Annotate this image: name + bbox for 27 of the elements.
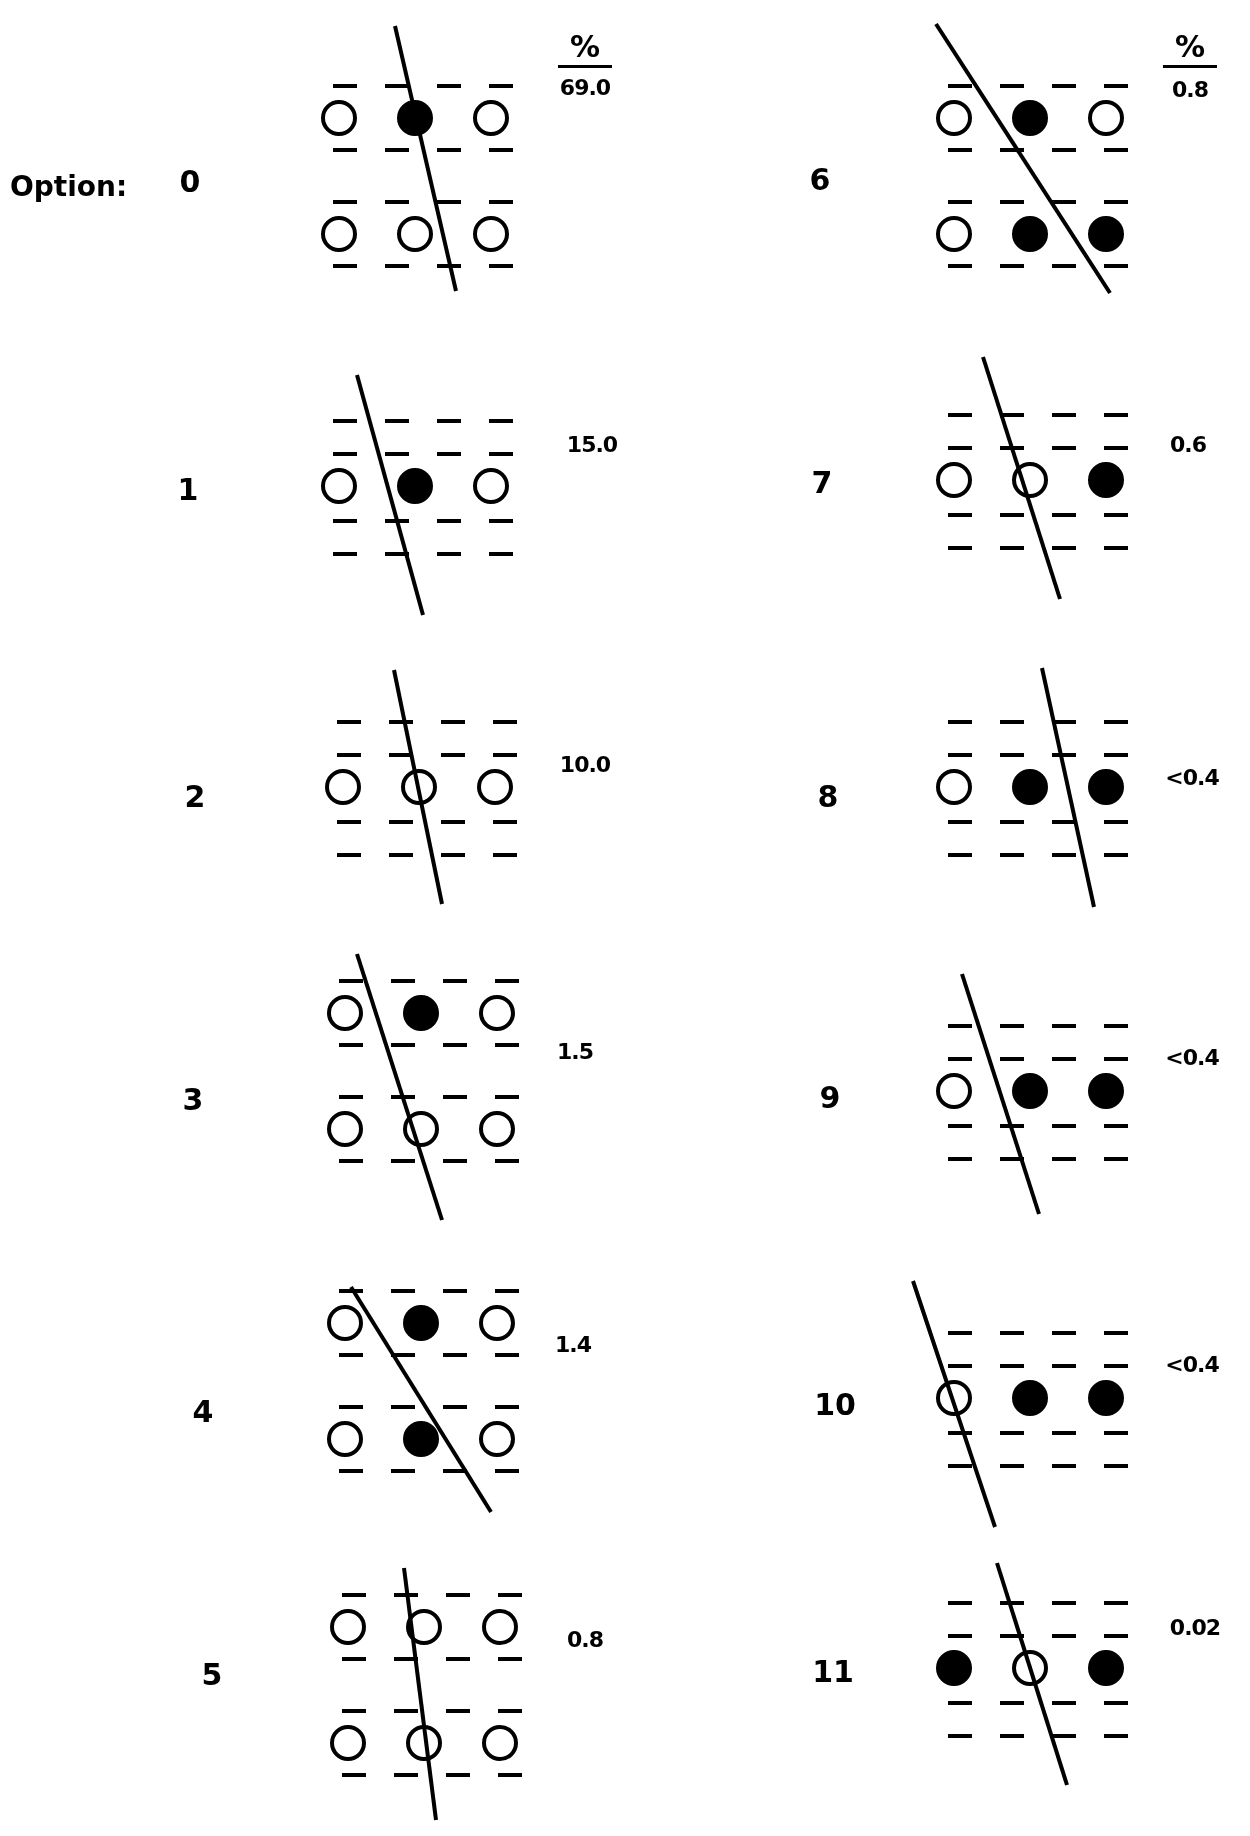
option-number: 11 [812,1657,854,1687]
option-number: 8 [817,782,839,812]
percentage-value: 69.0 [559,77,611,99]
option-number: 1 [177,475,199,505]
option-label: Option: [10,173,128,201]
percentage-value: 10.0 [559,754,611,776]
percentage-value: 0.8 [567,1629,603,1651]
option-number: 2 [184,782,206,812]
percentage-value: <0.4 [1165,1354,1219,1376]
option-number: 4 [192,1397,214,1427]
percentage-value: 0.8 [1172,79,1208,101]
unit-header: % [1162,32,1218,68]
percentage-value: 0.02 [1169,1617,1221,1639]
option-number: 9 [819,1083,841,1113]
option-number: 7 [811,468,833,498]
option-number: 6 [809,165,831,195]
option-number: 0 [179,167,201,197]
percentage-value: <0.4 [1165,767,1219,789]
percentage-value: <0.4 [1165,1047,1219,1069]
option-number: 5 [201,1660,223,1690]
percentage-value: 15.0 [566,434,618,456]
unit-header: % [557,32,613,68]
percentage-value: 1.4 [555,1334,591,1356]
option-number: 10 [814,1390,856,1420]
percentage-value: 1.5 [557,1041,593,1063]
percentage-value: 0.6 [1170,434,1206,456]
option-number: 3 [182,1085,204,1115]
